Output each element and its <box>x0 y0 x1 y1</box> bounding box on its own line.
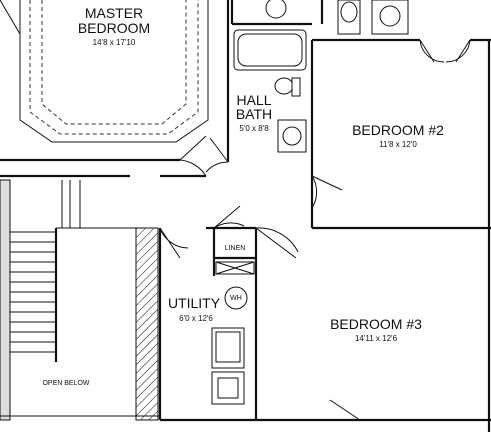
water-heater-icon <box>224 286 248 310</box>
toilet <box>274 77 294 95</box>
hall-bath-fixtures <box>233 29 307 153</box>
master-bedroom-label-line1: MASTER <box>85 5 143 21</box>
hall-bath-dimensions: 5'0 x 8'8 <box>239 124 269 133</box>
master-tray-ceiling <box>0 0 209 143</box>
sink <box>265 0 287 19</box>
doors <box>159 39 471 421</box>
hall-bath-label-line2: BATH <box>236 106 272 122</box>
master-bedroom-dimensions: 14'8 x 17'10 <box>93 38 136 47</box>
open-below-label: OPEN BELOW <box>42 380 89 387</box>
hall-bath-label-line1: HALL <box>236 92 271 108</box>
bedroom-3-dimensions: 14'11 x 12'6 <box>355 334 398 343</box>
water-heater-label: WH <box>230 295 242 302</box>
bedroom-3-label: BEDROOM #3 <box>330 316 422 332</box>
utility-label: UTILITY <box>168 295 221 311</box>
bedroom-2-label: BEDROOM #2 <box>352 122 444 138</box>
staircase <box>0 179 160 421</box>
utility-fixtures <box>211 261 255 405</box>
linen-label: LINEN <box>225 245 246 252</box>
master-bedroom-label-line2: BEDROOM <box>78 20 150 36</box>
utility-dimensions: 6'0 x 12'6 <box>179 314 213 323</box>
room-labels: MASTER BEDROOM 14'8 x 17'10 HALL BATH 5'… <box>42 5 444 387</box>
bedroom-2-dimensions: 11'8 x 12'0 <box>379 140 417 149</box>
master-bath-fixtures <box>265 0 409 35</box>
